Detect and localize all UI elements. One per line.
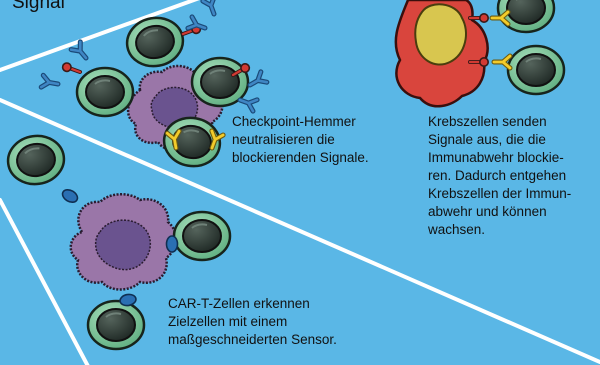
t-cell (88, 301, 144, 349)
t-cell (508, 46, 564, 94)
caption-line: Checkpoint-Hemmer (232, 113, 369, 131)
caption-line: Immunabwehr blockie- (428, 149, 571, 167)
caption-line: maßgeschneiderten Sensor. (168, 331, 337, 349)
car-sensor (167, 236, 178, 252)
caption-line: neutralisieren die (232, 131, 369, 149)
caption-checkpoint-hemmer: Checkpoint-Hemmer neutralisieren die blo… (232, 113, 369, 167)
caption-line: CAR-T-Zellen erkennen (168, 295, 337, 313)
caption-line: ren. Dadurch entgehen (428, 167, 571, 185)
caption-line: wachsen. (428, 221, 571, 239)
caption-line: Signale aus, die die (428, 131, 571, 149)
caption-car-t: CAR-T-Zellen erkennen Zielzellen mit ein… (168, 295, 337, 349)
t-cell (174, 212, 230, 260)
caption-line: abwehr und können (428, 203, 571, 221)
caption-krebszellen: Krebszellen senden Signale aus, die die … (428, 113, 571, 239)
t-cell (77, 68, 133, 116)
signal-label: Signal (12, 0, 65, 14)
caption-line: blockierenden Signale. (232, 149, 369, 167)
tumor-cell-purple-bottom-core (96, 220, 151, 269)
tumor-cell-red-core (415, 4, 466, 64)
caption-line: Zielzellen mit einem (168, 313, 337, 331)
caption-line: Krebszellen der Immun- (428, 185, 571, 203)
caption-line: Krebszellen senden (428, 113, 571, 131)
